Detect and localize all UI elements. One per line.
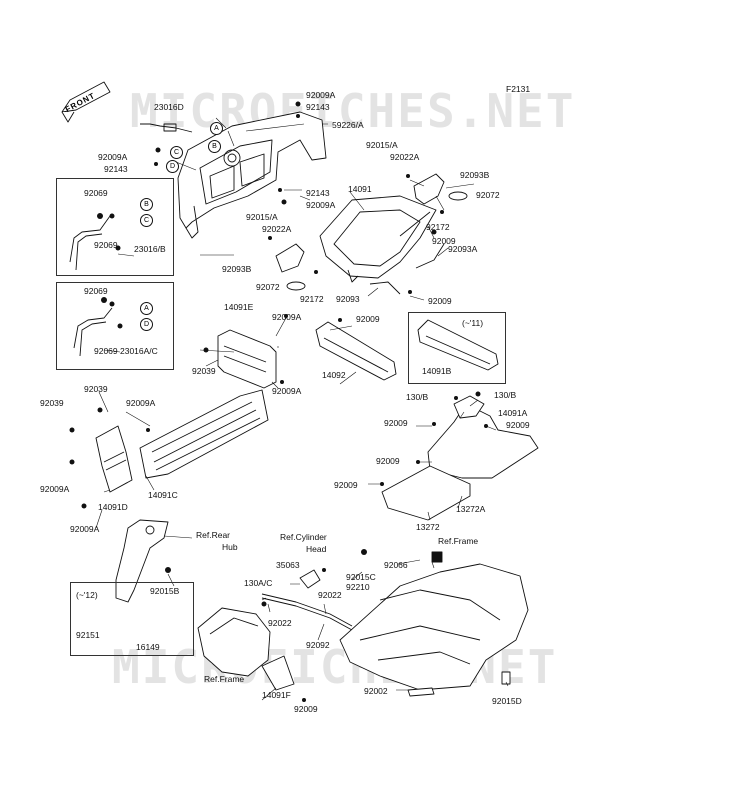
label-130ac: 130A/C	[244, 578, 273, 588]
label-14091f: 14091F	[262, 690, 291, 700]
callout-a-top: A	[210, 122, 223, 135]
label-92015d: 92015D	[492, 696, 522, 706]
label-12-note: (~'12)	[76, 590, 98, 600]
label-92069-1: 92069	[84, 188, 108, 198]
label-92009a-e2: 92009A	[272, 386, 302, 396]
label-14091d: 14091D	[98, 502, 128, 512]
label-92072-right: 92072	[476, 190, 500, 200]
label-14092: 14092	[322, 370, 346, 380]
label-35063: 35063	[276, 560, 300, 570]
label-16149: 16149	[136, 642, 160, 652]
label-92009a-top: 92009A	[306, 90, 336, 100]
label-130b-2: 130/B	[494, 390, 517, 400]
label-92143-top: 92143	[306, 102, 330, 112]
label-92002: 92002	[364, 686, 388, 696]
label-23016d: 23016D	[154, 102, 184, 112]
label-23016ac: 23016A/C	[120, 346, 158, 356]
label-92022a-right: 92022A	[390, 152, 420, 162]
label-92009-right1: 92009	[432, 236, 456, 246]
label-92039-2: 92039	[40, 398, 64, 408]
label-92009a-d2: 92009A	[70, 524, 100, 534]
callout-b-top: B	[208, 140, 221, 153]
label-92022-2: 92022	[268, 618, 292, 628]
label-92039-1: 92039	[84, 384, 108, 394]
label-92069-3: 92069	[84, 286, 108, 296]
label-92009a-d: 92009A	[40, 484, 70, 494]
label-14091e: 14091E	[224, 302, 254, 312]
label-92015b: 92015B	[150, 586, 180, 596]
label-92093a: 92093A	[448, 244, 478, 254]
callout-box-12	[70, 582, 194, 656]
label-92009a-e: 92009A	[272, 312, 302, 322]
callout-b-box: B	[140, 198, 153, 211]
label-92009a-mid: 92009A	[306, 200, 336, 210]
label-92172-center: 92172	[300, 294, 324, 304]
figure-code: F2131	[506, 84, 531, 94]
label-14091b: 14091B	[422, 366, 452, 376]
label-ref-cylinder-1: Ref.Cylinder	[280, 532, 327, 542]
label-92009-s1: 92009	[506, 420, 530, 430]
label-92009-right2: 92009	[428, 296, 452, 306]
label-ref-frame-right: Ref.Frame	[438, 536, 479, 546]
label-13272: 13272	[416, 522, 440, 532]
label-92066: 92066	[384, 560, 408, 570]
label-ref-cylinder-2: Head	[306, 544, 327, 554]
label-92009-14092: 92009	[356, 314, 380, 324]
label-14091c: 14091C	[148, 490, 178, 500]
label-92022a-center: 92022A	[262, 224, 292, 234]
label-23016b: 23016/B	[134, 244, 166, 254]
label-92009-s4: 92009	[334, 480, 358, 490]
label-92143-mid: 92143	[306, 188, 330, 198]
label-92093: 92093	[336, 294, 360, 304]
label-ref-rear-hub-2: Hub	[222, 542, 238, 552]
callout-c-box: C	[140, 214, 153, 227]
label-92009a-left: 92009A	[98, 152, 128, 162]
label-92172-right: 92172	[426, 222, 450, 232]
label-92151: 92151	[76, 630, 100, 640]
watermark-top: MICROFICHES.NET	[130, 84, 576, 138]
callout-box-14091b	[408, 312, 506, 384]
label-14091: 14091	[348, 184, 372, 194]
label-92022-1: 92022	[318, 590, 342, 600]
label-92093b-center: 92093B	[222, 264, 252, 274]
label-ref-frame-left: Ref.Frame	[204, 674, 245, 684]
label-13272a: 13272A	[456, 504, 486, 514]
label-ref-rear-hub-1: Ref.Rear	[196, 530, 231, 540]
callout-box-23016ac	[56, 282, 174, 370]
callout-d-top: D	[166, 160, 179, 173]
label-92069-2: 92069	[94, 240, 118, 250]
label-92009-s2: 92009	[384, 418, 408, 428]
label-11-note: (~'11)	[462, 318, 484, 328]
label-92039-e: 92039	[192, 366, 216, 376]
label-130b-1: 130/B	[406, 392, 429, 402]
label-92069-4: 92069	[94, 346, 118, 356]
callout-d-box: D	[140, 318, 153, 331]
label-92015c: 92015C	[346, 572, 376, 582]
label-92072-center: 92072	[256, 282, 280, 292]
label-92143-left: 92143	[104, 164, 128, 174]
label-59226a: 59226/A	[332, 120, 364, 130]
label-92093b-right: 92093B	[460, 170, 490, 180]
label-92009-f: 92009	[294, 704, 318, 714]
label-92092: 92092	[306, 640, 330, 650]
callout-c-top: C	[170, 146, 183, 159]
label-92009-s3: 92009	[376, 456, 400, 466]
label-92015a-center: 92015/A	[246, 212, 278, 222]
label-92015a-right: 92015/A	[366, 140, 398, 150]
callout-a-box: A	[140, 302, 153, 315]
label-92009a-c: 92009A	[126, 398, 156, 408]
label-14091a: 14091A	[498, 408, 528, 418]
callout-box-23016b	[56, 178, 174, 276]
label-92210: 92210	[346, 582, 370, 592]
